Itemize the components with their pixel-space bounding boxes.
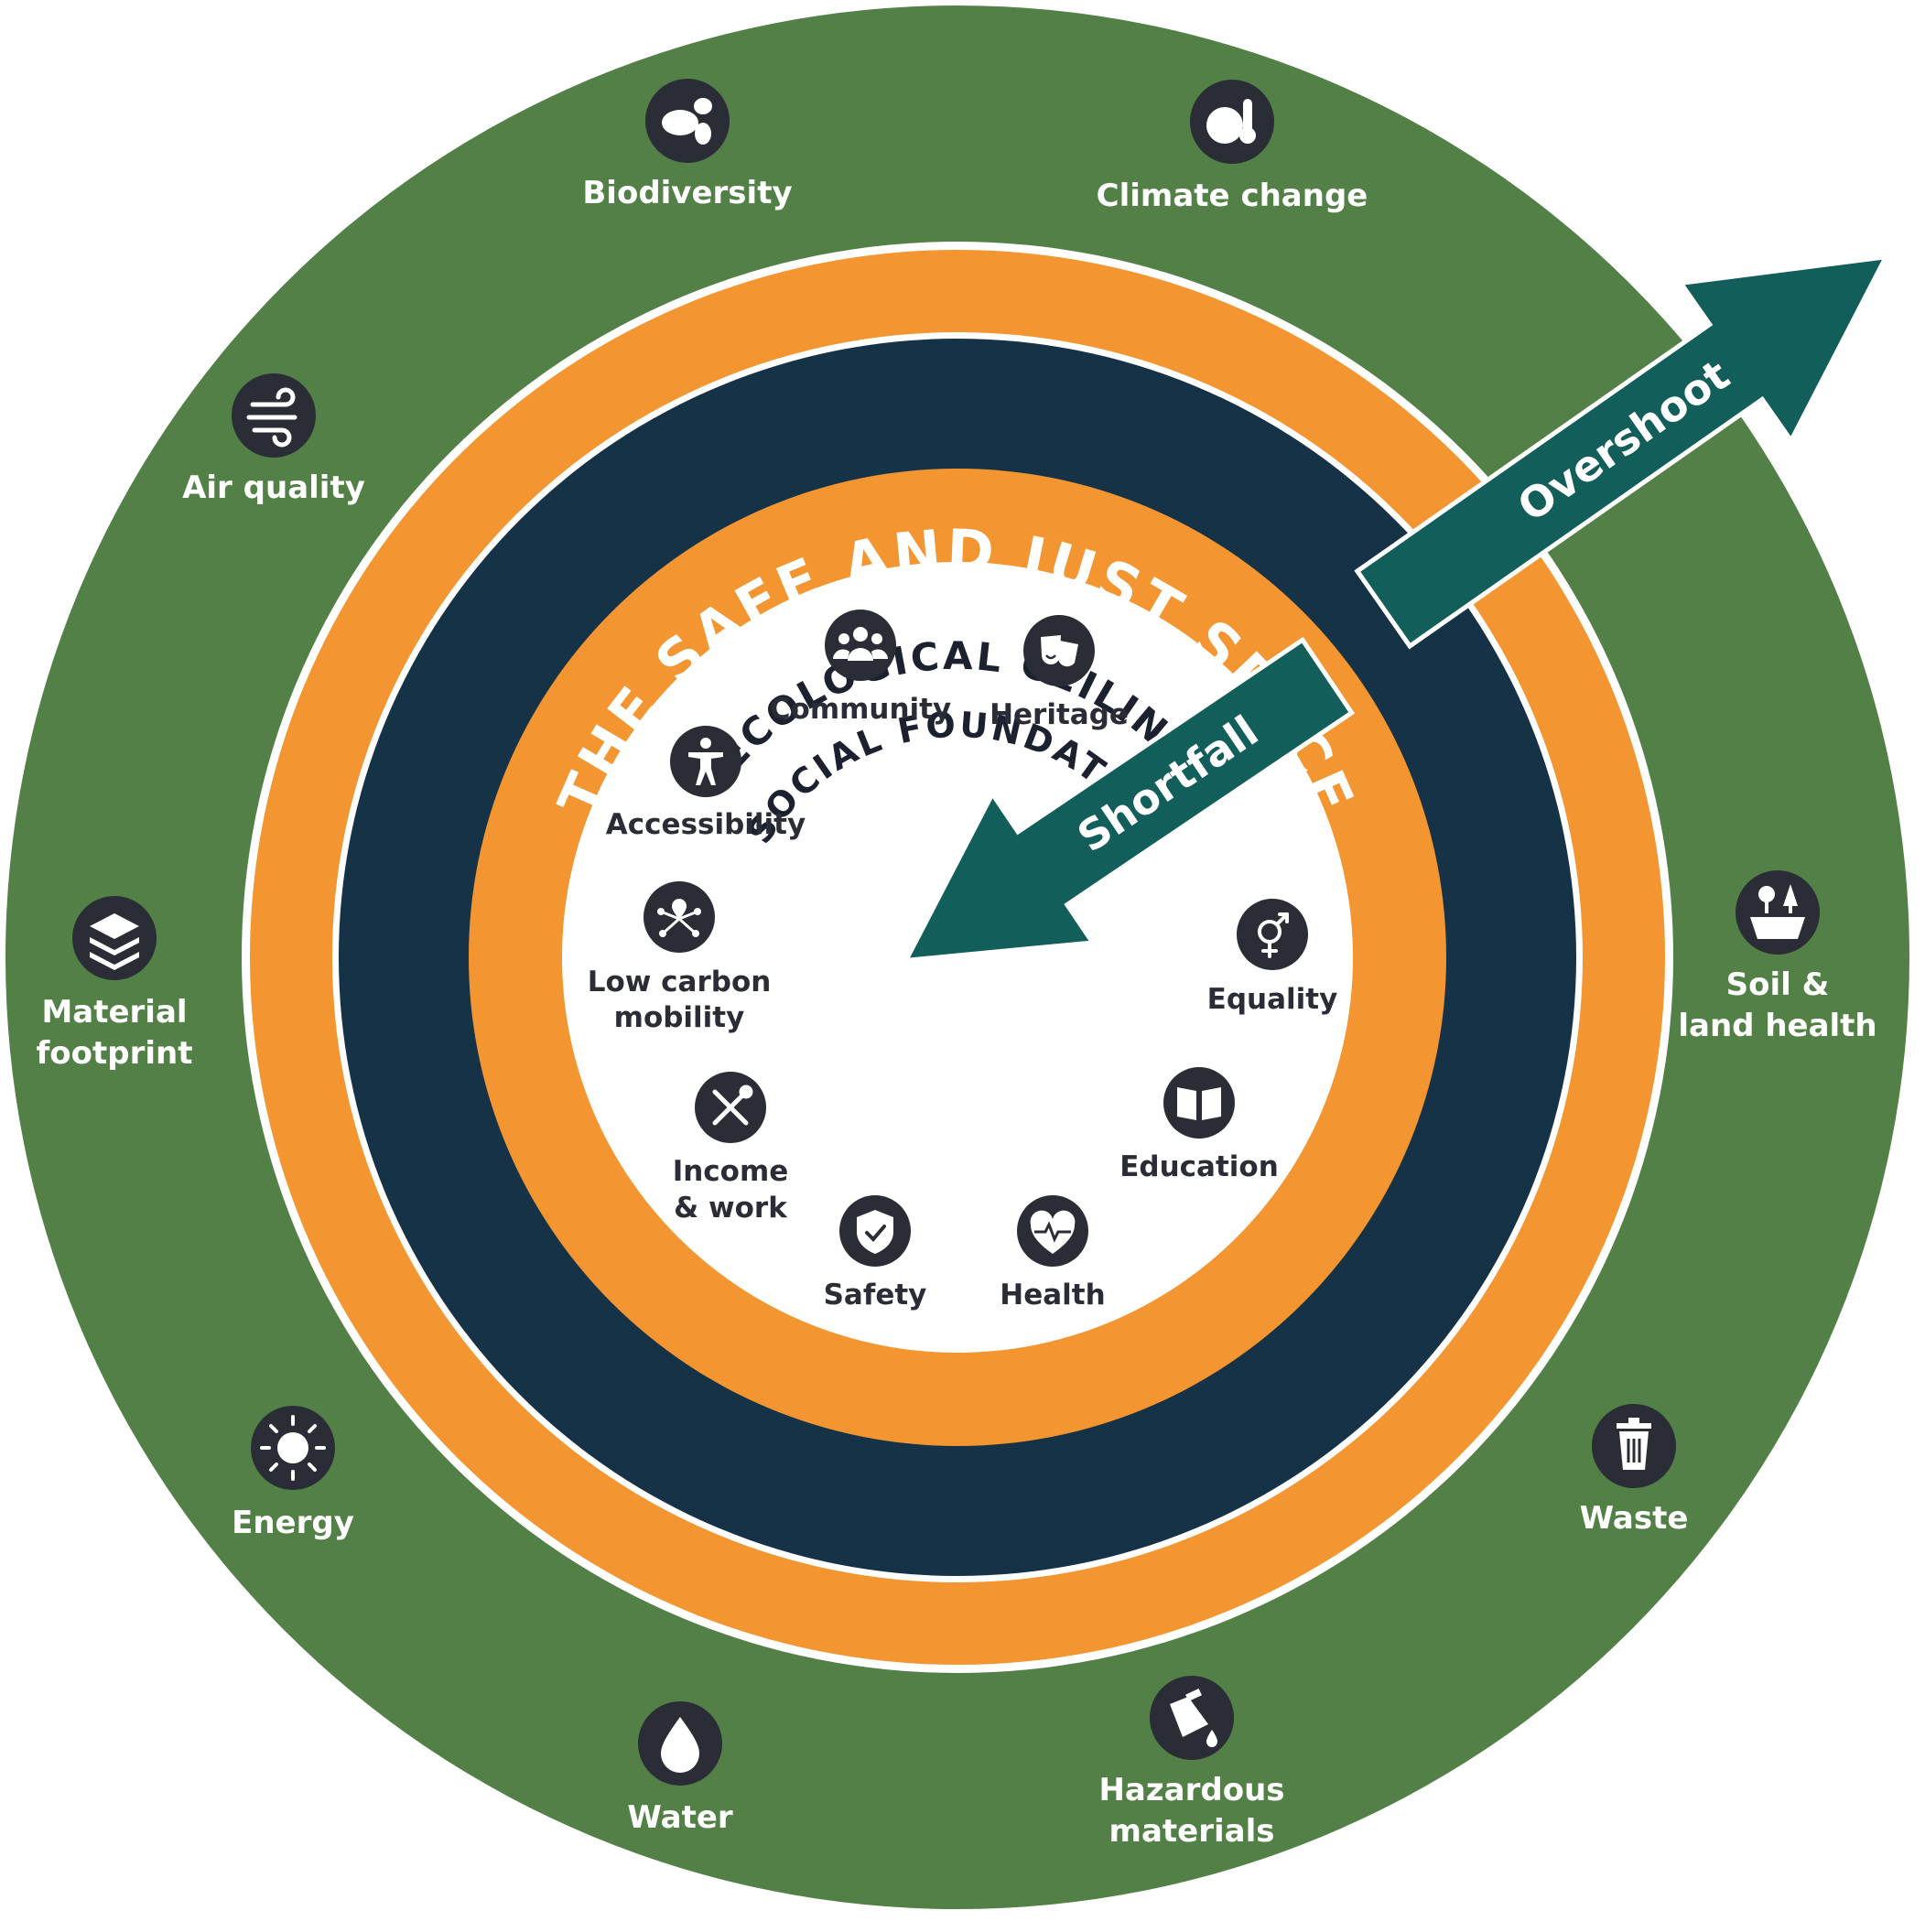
dimension-hazardous-materials: Hazardous materials xyxy=(1098,1676,1285,1850)
air-quality-label: Air quality xyxy=(182,470,365,506)
gender-equality-icon xyxy=(1237,899,1308,970)
sun-glyph xyxy=(260,1415,326,1481)
heritage-label: Heritage xyxy=(990,698,1129,731)
dimension-education: Education xyxy=(1119,1067,1279,1183)
dimension-accessibility: Accessibility xyxy=(606,726,806,841)
dimension-air-quality: Air quality xyxy=(182,373,365,506)
heart-pulse-glyph xyxy=(1030,1210,1076,1254)
soil-trees-icon xyxy=(1736,870,1820,955)
soil-label-2: land health xyxy=(1678,1008,1876,1044)
soil-trees-glyph xyxy=(1750,884,1805,939)
dimension-soil-land-health: Soil & land health xyxy=(1678,870,1877,1044)
low-carbon-label-2: mobility xyxy=(614,1001,745,1034)
water-drop-glyph xyxy=(661,1717,699,1773)
dimension-water: Water xyxy=(627,1701,733,1836)
climate-change-label: Climate change xyxy=(1097,178,1368,214)
education-label: Education xyxy=(1119,1150,1279,1183)
biodiversity-label: Biodiversity xyxy=(582,175,792,211)
gender-equality-glyph xyxy=(1258,912,1289,958)
route-pin-glyph xyxy=(657,899,701,937)
biodiversity-glyph xyxy=(662,98,712,145)
theatre-masks-glyph xyxy=(1041,635,1078,667)
equality-label: Equality xyxy=(1207,983,1338,1016)
book-icon xyxy=(1163,1067,1235,1139)
soil-label-1: Soil & xyxy=(1726,966,1830,1003)
dimension-income-work: Income & work xyxy=(673,1072,789,1225)
dimension-biodiversity: Biodiversity xyxy=(582,79,793,211)
community-label: Community xyxy=(770,693,951,726)
dimension-equality: Equality xyxy=(1207,899,1338,1016)
thermometer-globe-glyph xyxy=(1206,99,1256,144)
material-footprint-label-2: footprint xyxy=(37,1035,193,1072)
health-label: Health xyxy=(1000,1279,1105,1311)
dimension-health: Health xyxy=(1000,1195,1106,1311)
waste-label: Waste xyxy=(1580,1500,1689,1537)
layers-glyph xyxy=(90,913,139,970)
accessibility-person-glyph xyxy=(688,738,723,785)
hazard-flask-glyph xyxy=(1170,1688,1217,1747)
water-label: Water xyxy=(627,1799,733,1836)
dimension-heritage: Heritage xyxy=(990,615,1129,731)
dimension-energy: Energy xyxy=(232,1406,354,1541)
hazardous-label-1: Hazardous xyxy=(1098,1772,1284,1808)
dimension-safety: Safety xyxy=(824,1195,927,1311)
accessibility-label: Accessibility xyxy=(606,808,806,841)
income-label-2: & work xyxy=(674,1192,788,1225)
safety-label: Safety xyxy=(824,1279,927,1311)
dimension-climate-change: Climate change xyxy=(1097,80,1368,214)
people-glyph xyxy=(833,627,888,661)
tools-glyph xyxy=(712,1085,753,1126)
dimension-community: Community xyxy=(770,610,951,726)
income-label-1: Income xyxy=(673,1155,789,1188)
shield-glyph xyxy=(857,1210,893,1254)
hazardous-label-2: materials xyxy=(1109,1813,1275,1850)
trash-lines xyxy=(1627,1439,1641,1462)
book-glyph xyxy=(1177,1087,1221,1120)
low-carbon-label-1: Low carbon xyxy=(588,966,772,998)
dimension-material-footprint: Material footprint xyxy=(37,896,193,1072)
wind-glyph xyxy=(246,387,297,448)
dimension-low-carbon-mobility: Low carbon mobility xyxy=(588,881,772,1034)
material-footprint-label-1: Material xyxy=(41,994,187,1031)
energy-label: Energy xyxy=(232,1505,354,1541)
dimension-waste: Waste xyxy=(1580,1404,1689,1537)
community-icon xyxy=(825,610,896,681)
